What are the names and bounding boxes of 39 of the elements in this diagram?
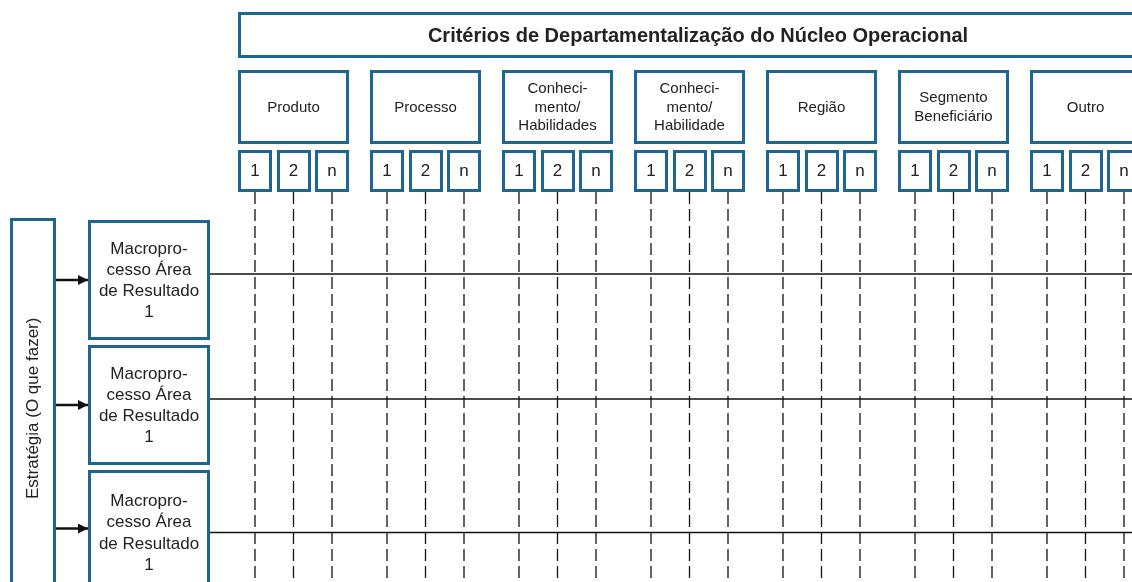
number-box: 1: [898, 150, 932, 192]
criterion-box: Conheci- mento/ Habilidades: [502, 70, 613, 144]
number-box: 1: [238, 150, 272, 192]
number-box: 2: [936, 150, 971, 192]
connector-line: [209, 398, 1132, 400]
macroprocess-box: Macropro- cesso Área de Resultado 1: [88, 470, 210, 582]
criterion-box: Outro: [1030, 70, 1132, 144]
arrow: [56, 400, 88, 410]
number-box: 2: [804, 150, 839, 192]
number-box: 2: [408, 150, 443, 192]
number-box: 1: [502, 150, 536, 192]
number-box: n: [447, 150, 481, 192]
number-box: n: [1107, 150, 1132, 192]
number-box: 2: [1068, 150, 1103, 192]
number-box: 1: [370, 150, 404, 192]
macroprocess-box: Macropro- cesso Área de Resultado 1: [88, 345, 210, 465]
number-box: 2: [276, 150, 311, 192]
number-box: n: [843, 150, 877, 192]
title-box: Critérios de Departamentalização do Núcleo Operacional: [238, 12, 1132, 58]
number-box: n: [711, 150, 745, 192]
criterion-box: Região: [766, 70, 877, 144]
criterion-box: Conheci- mento/ Habilidade: [634, 70, 745, 144]
number-box: 2: [672, 150, 707, 192]
macroprocess-box: Macropro- cesso Área de Resultado 1: [88, 220, 210, 340]
connector-line: [209, 531, 1132, 534]
strategy-box: Estratégia (O que fazer): [10, 218, 56, 582]
criterion-box: Produto: [238, 70, 349, 144]
arrow: [56, 275, 88, 285]
arrow: [56, 523, 88, 534]
criterion-box: Segmento Beneficiário: [898, 70, 1009, 144]
connector-line: [209, 273, 1132, 275]
number-box: 1: [634, 150, 668, 192]
number-box: n: [315, 150, 349, 192]
number-box: n: [579, 150, 613, 192]
criterion-box: Processo: [370, 70, 481, 144]
number-box: 2: [540, 150, 575, 192]
number-box: 1: [1030, 150, 1064, 192]
number-box: 1: [766, 150, 800, 192]
number-box: n: [975, 150, 1009, 192]
